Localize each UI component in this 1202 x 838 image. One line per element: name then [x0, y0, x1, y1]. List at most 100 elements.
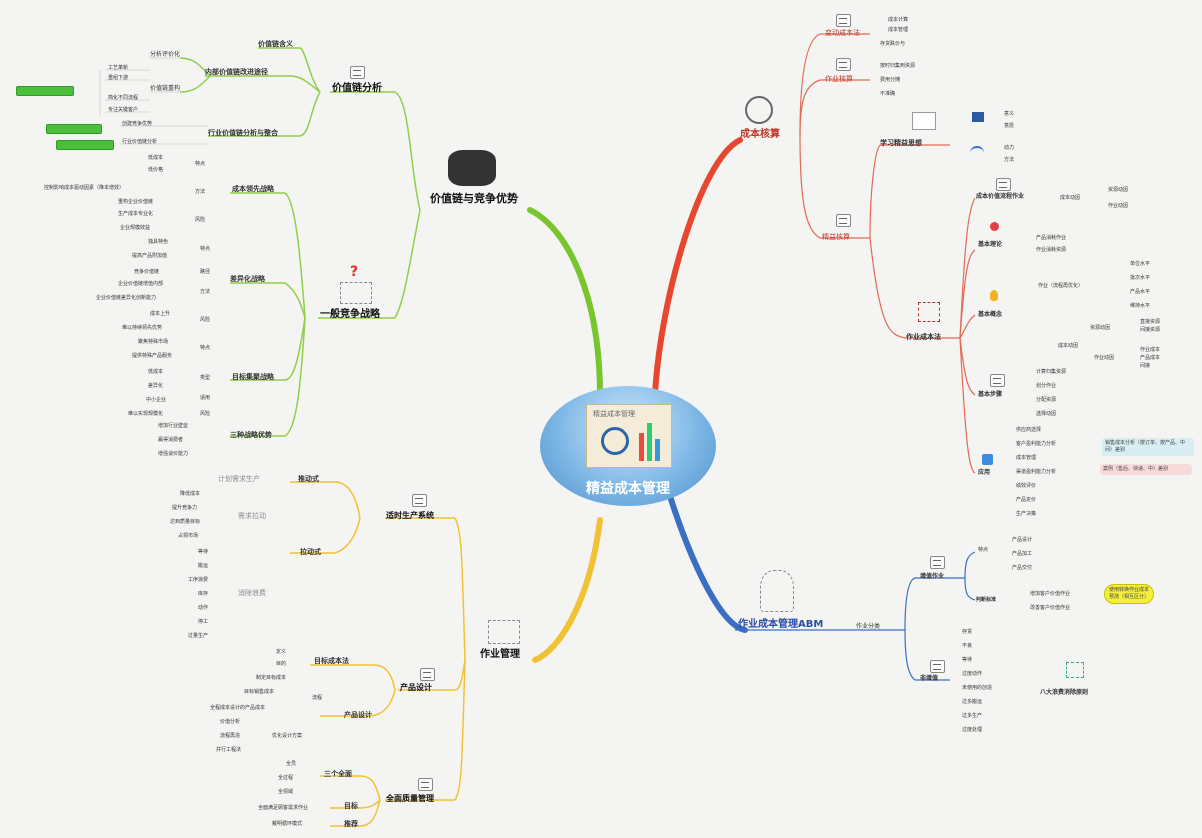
concept-item[interactable]: 直接资源 — [1140, 319, 1161, 325]
target-item[interactable]: 目标销售成本 — [244, 689, 275, 695]
learn-item[interactable]: 意愿 — [1004, 123, 1015, 129]
concept-item[interactable]: 维持水平 — [1130, 303, 1151, 309]
waste-item[interactable]: 库存 — [198, 591, 209, 597]
cost-item[interactable]: 低价格 — [148, 167, 164, 173]
demand-item[interactable]: 降低成本 — [180, 491, 201, 497]
learn-lean[interactable]: 学习精益思想 — [880, 139, 922, 147]
variable-item[interactable]: 成本计算 — [888, 17, 909, 23]
cost-item[interactable]: 生产成本专业化 — [118, 211, 154, 217]
applications[interactable]: 应用 — [978, 469, 991, 476]
variable-item[interactable]: 成本管理 — [888, 27, 909, 33]
vc-rebuild-node[interactable]: 价值链重构 — [150, 85, 181, 92]
vc-item[interactable]: 工艺革新 — [108, 65, 129, 71]
concept-item[interactable]: 间接资源 — [1140, 327, 1161, 333]
standard-item[interactable]: 不准确 — [880, 91, 896, 97]
non-item[interactable]: 过度处理 — [962, 727, 983, 733]
step-item[interactable]: 选择动因 — [1036, 411, 1057, 417]
vc-item[interactable]: 简化不同流程 — [108, 95, 139, 101]
target-item[interactable]: 目的 — [276, 661, 287, 667]
tqm[interactable]: 全面质量管理 — [386, 794, 434, 803]
design-item[interactable]: 并行工程法 — [216, 747, 242, 753]
diff-item[interactable]: 企业价值链差异化创新能力 — [96, 295, 157, 301]
waste-item[interactable]: 停工 — [198, 619, 209, 625]
design-item[interactable]: 全程成本设计的产品成本 — [210, 705, 266, 711]
variable-item[interactable]: 存货跌价与 — [880, 41, 906, 47]
tqm-goal[interactable]: 目标 — [344, 802, 358, 810]
cost-value-flow[interactable]: 成本价值流程作业 — [976, 193, 1025, 200]
branch-abm[interactable]: 作业成本管理ABM — [738, 619, 824, 630]
industry-vc[interactable]: 行业价值链分析与整合 — [208, 129, 278, 137]
design-item[interactable]: 价值分析 — [220, 719, 241, 725]
three-strategy-advantage[interactable]: 三种战略优势 — [230, 431, 272, 439]
focus-item[interactable]: 提供特殊产品服务 — [132, 353, 173, 359]
focus-item[interactable]: 差异化 — [148, 383, 164, 389]
added-item[interactable]: 产品交付 — [1012, 565, 1033, 571]
apply-item[interactable]: 产品定价 — [1016, 497, 1037, 503]
eliminate-waste[interactable]: 消除浪费 — [238, 589, 266, 597]
concept-item[interactable]: 批次水平 — [1130, 275, 1151, 281]
demand-item[interactable]: 提升竞争力 — [172, 505, 198, 511]
concept-item[interactable]: 间接 — [1140, 363, 1151, 369]
diff-item[interactable]: 成本上升 — [150, 311, 171, 317]
concept-item[interactable]: 作业成本 — [1140, 347, 1161, 353]
diff-item[interactable]: 难以持续领先优势 — [122, 325, 163, 331]
waste-item[interactable]: 工序浪费 — [188, 577, 209, 583]
tqm-recommend[interactable]: 推荐 — [344, 820, 358, 828]
apply-item[interactable]: 供应商选择 — [1016, 427, 1042, 433]
non-item[interactable]: 过多生产 — [962, 713, 983, 719]
step-item[interactable]: 计算归集资源 — [1036, 369, 1067, 375]
apply-item[interactable]: 生产决策 — [1016, 511, 1037, 517]
standard-item[interactable]: 费用分摊 — [880, 77, 901, 83]
demand-item[interactable]: 占领市场 — [178, 533, 199, 539]
non-item[interactable]: 存货 — [962, 629, 973, 635]
concept-item[interactable]: 产品成本 — [1140, 355, 1161, 361]
three-item[interactable]: 增加行业壁垒 — [158, 423, 189, 429]
vc-item[interactable]: 专注关键客户 — [108, 107, 139, 113]
vc-analysis-node[interactable]: 分析评价化 — [150, 51, 181, 58]
jit-system[interactable]: 适时生产系统 — [386, 511, 434, 520]
lean-accounting[interactable]: 精益核算 — [822, 233, 850, 241]
flow-item[interactable]: 资源动因 — [1108, 187, 1129, 193]
focus-item[interactable]: 低成本 — [148, 369, 164, 375]
concept-item[interactable]: 作业（流程再优化） — [1038, 283, 1084, 289]
theory-item[interactable]: 产品消耗作业 — [1036, 235, 1067, 241]
diff-item[interactable]: 独具特色 — [148, 239, 169, 245]
focus-item[interactable]: 聚焦特殊市场 — [138, 339, 169, 345]
cost-leadership[interactable]: 成本领先战略 — [232, 185, 274, 193]
focus-strategy[interactable]: 目标集聚战略 — [232, 373, 274, 381]
pull-mode[interactable]: 拉动式 — [300, 548, 321, 556]
step-item[interactable]: 分配资源 — [1036, 397, 1057, 403]
vc-definition[interactable]: 价值链含义 — [258, 40, 293, 48]
industry-item[interactable]: 创建竞争优势 — [122, 121, 153, 127]
focus-item[interactable]: 难以实现规模化 — [128, 411, 164, 417]
activity-based-costing[interactable]: 作业成本法 — [906, 333, 941, 341]
flow-item[interactable]: 成本动因 — [1060, 195, 1081, 201]
waste-item[interactable]: 过量生产 — [188, 633, 209, 639]
demand-item[interactable]: 达到质量目标 — [170, 519, 201, 525]
cost-item[interactable]: 低成本 — [148, 155, 164, 161]
differentiation[interactable]: 差异化战略 — [230, 275, 265, 283]
industry-item[interactable]: 行业价值链分析 — [122, 139, 158, 145]
concept-item[interactable]: 产品水平 — [1130, 289, 1151, 295]
added-item[interactable]: 产品加工 — [1012, 551, 1033, 557]
vc-item[interactable]: 重组下游 — [108, 75, 129, 81]
cost-item[interactable]: 重构企业价值链 — [118, 199, 154, 205]
product-design-sub[interactable]: 产品设计 — [344, 711, 372, 719]
branch-operations[interactable]: 作业管理 — [480, 649, 520, 660]
judge-item[interactable]: 改善客户价值作业 — [1030, 605, 1071, 611]
tqm-goal-item[interactable]: 全面满足顾客需求作业 — [258, 805, 309, 811]
cost-item[interactable]: 企业规模效益 — [120, 225, 151, 231]
non-item[interactable]: 未使用的创造 — [962, 685, 993, 691]
apply-item[interactable]: 绩效评价 — [1016, 483, 1037, 489]
standard-item[interactable]: 按时归集到资源 — [880, 63, 916, 69]
step-item[interactable]: 划分作业 — [1036, 383, 1057, 389]
target-item[interactable]: 定义 — [276, 649, 287, 655]
concept-item[interactable]: 成本动因 — [1058, 343, 1079, 349]
learn-item[interactable]: 方法 — [1004, 157, 1015, 163]
standard-costing[interactable]: 作业核算 — [825, 75, 853, 83]
basic-steps[interactable]: 基本步骤 — [978, 391, 1003, 398]
apply-item[interactable]: 客户盈利能力分析 — [1016, 441, 1057, 447]
judge-item[interactable]: 增加客户价值作业 — [1030, 591, 1071, 597]
concept-item[interactable]: 单位水平 — [1130, 261, 1151, 267]
focus-item[interactable]: 中小企业 — [146, 397, 167, 403]
